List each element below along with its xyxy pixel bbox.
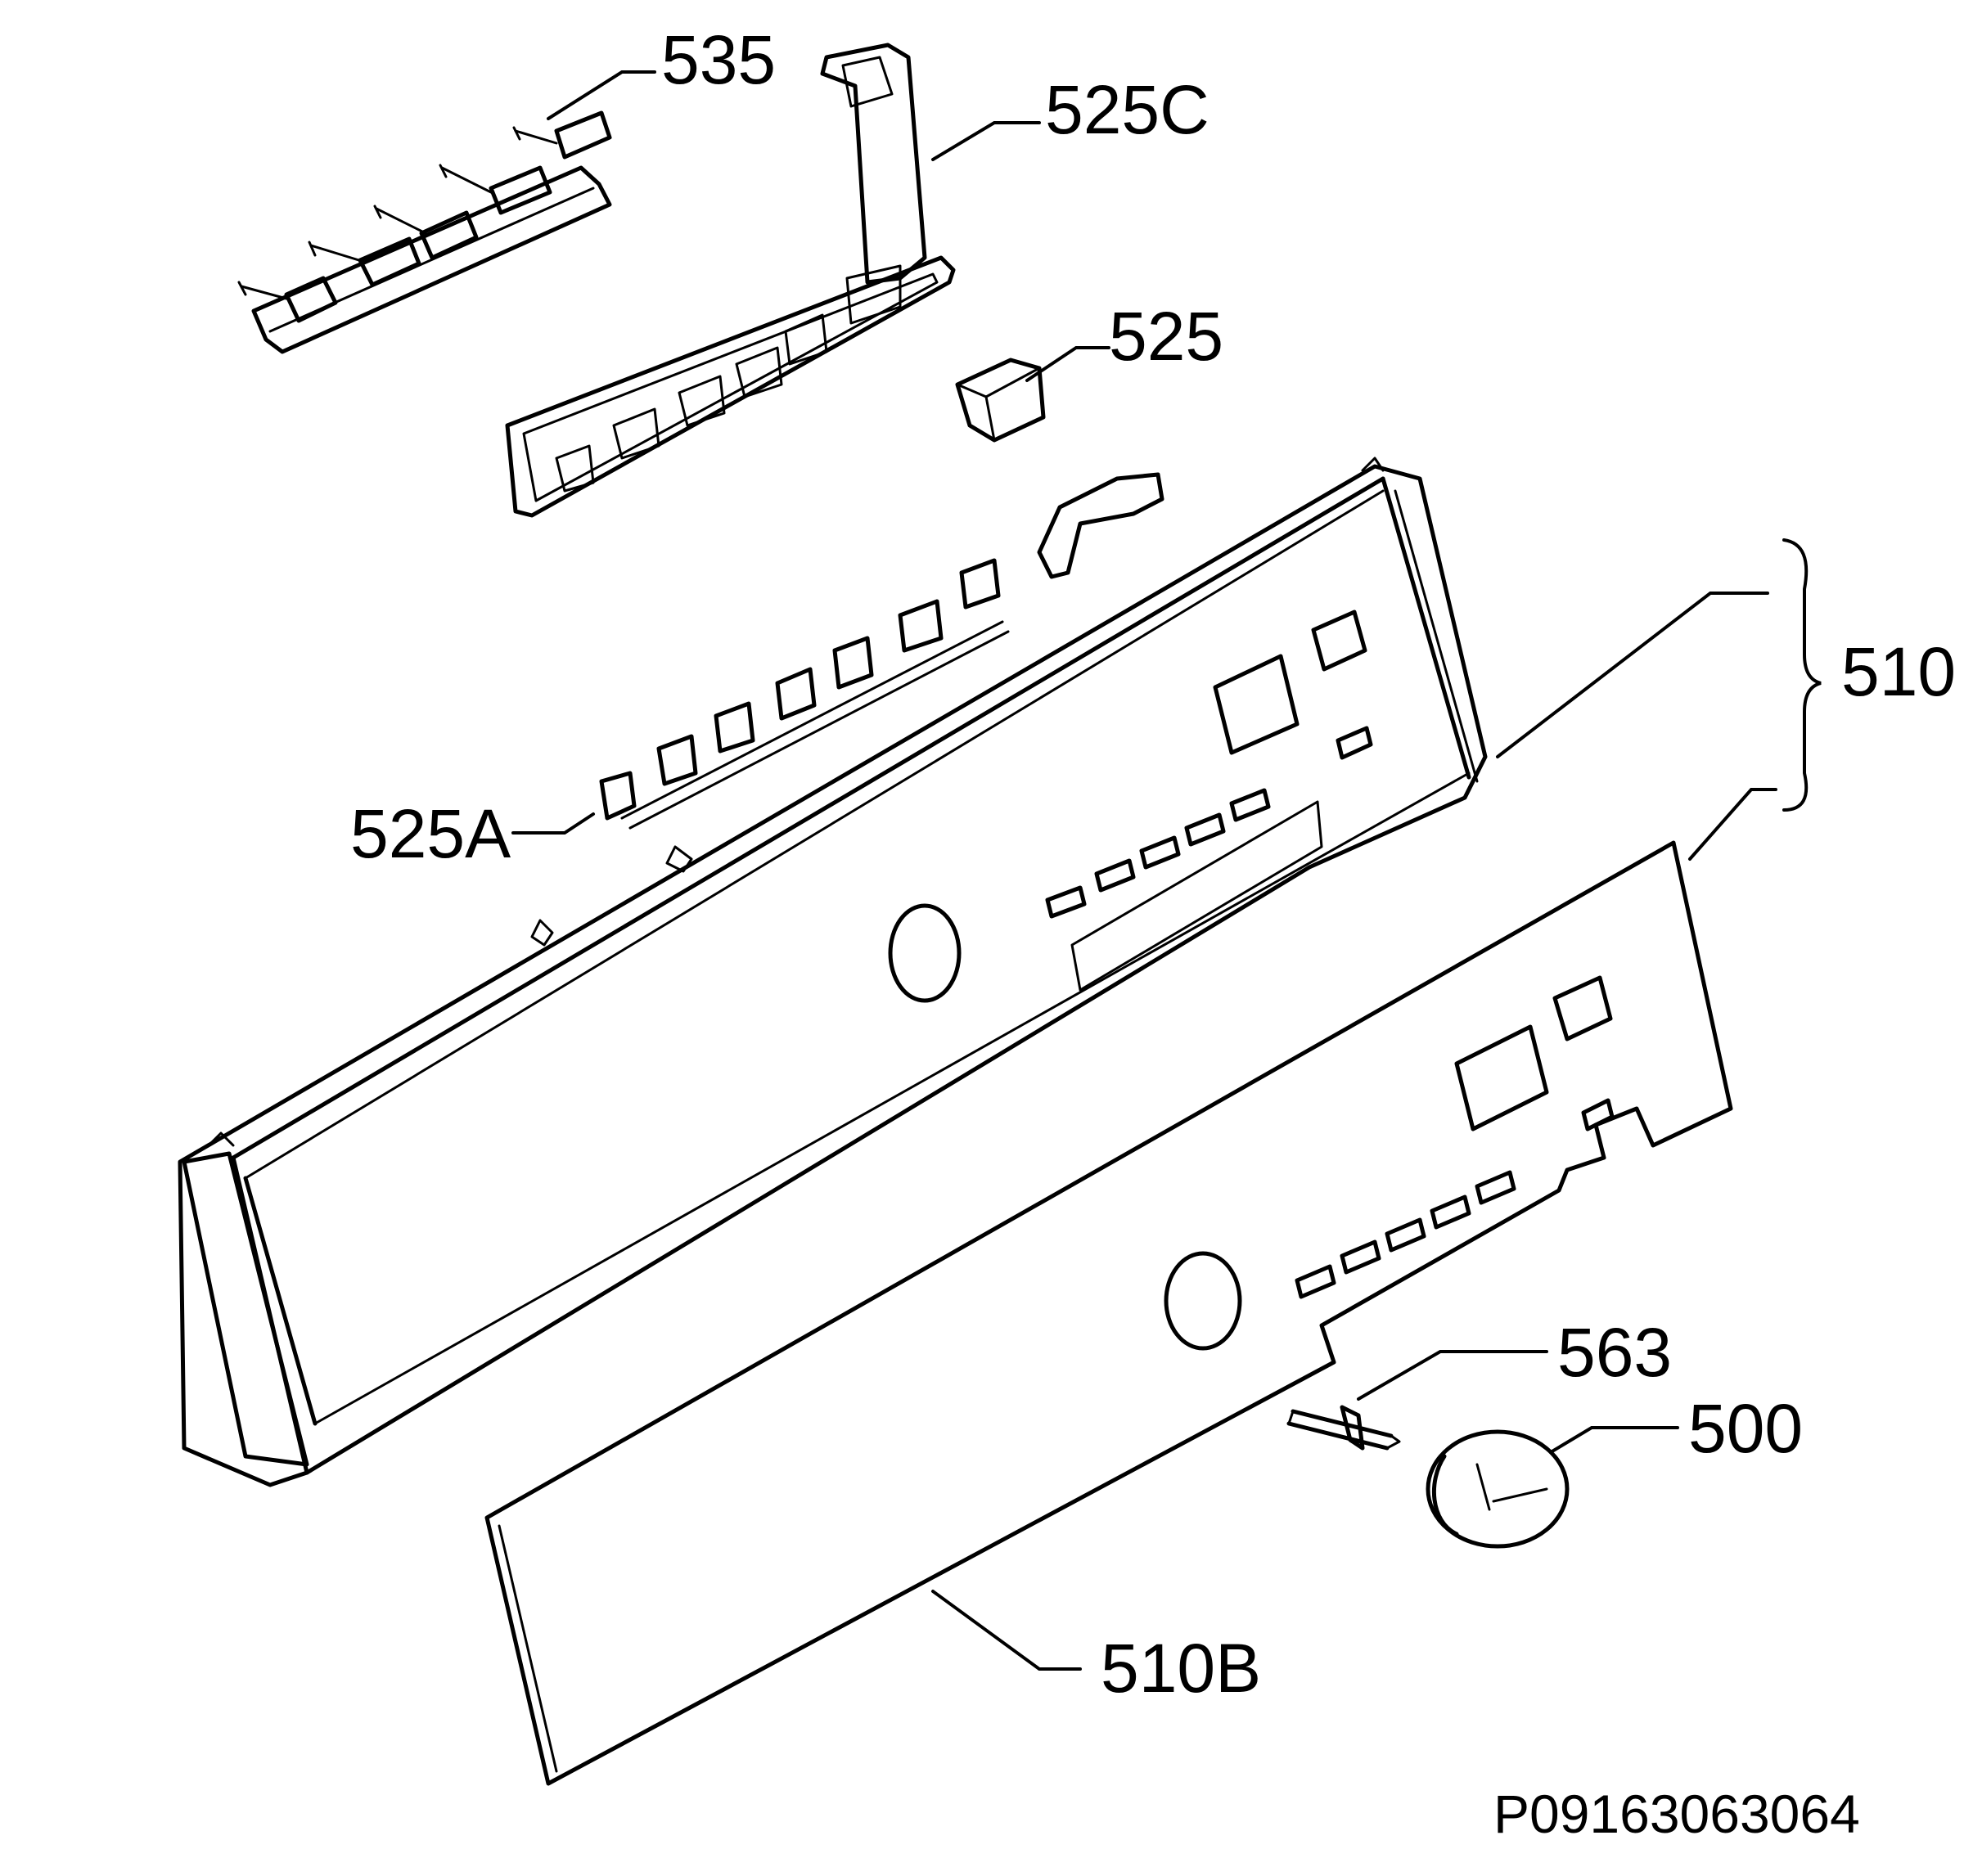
callout-510b: 510B	[1101, 1630, 1261, 1707]
callout-525c: 525C	[1045, 71, 1209, 148]
part-500-knob	[1426, 1429, 1570, 1549]
bracket-clips	[555, 313, 828, 493]
leader-525	[1025, 346, 1110, 382]
panel-windows	[1045, 610, 1373, 919]
leader-525a	[511, 812, 595, 835]
callout-510: 510	[1841, 633, 1956, 710]
leader-525c	[931, 121, 1041, 161]
callout-563: 563	[1557, 1314, 1672, 1391]
fascia-knob-hole	[1164, 1251, 1242, 1351]
part-525-button	[955, 358, 1046, 443]
part-563-pin	[1286, 1405, 1401, 1451]
part-510b-fascia-panel	[484, 840, 1733, 1786]
fascia-windows	[1295, 975, 1615, 1299]
callout-535: 535	[661, 21, 776, 98]
leader-535	[547, 70, 656, 120]
leader-510b	[931, 1590, 1082, 1671]
switch-pins	[237, 126, 558, 300]
leader-510-lower	[1688, 788, 1777, 861]
knob-opening	[888, 903, 962, 1003]
part-535-switch-bar	[237, 110, 612, 354]
leader-510-upper	[1496, 592, 1769, 758]
bracket-510	[1782, 538, 1822, 812]
leader-563	[1357, 1350, 1548, 1401]
switch-buttons	[284, 110, 612, 323]
housing-clips	[207, 457, 1385, 1147]
part-525c-bracket	[505, 43, 956, 518]
callout-labels: 535 525C 525 510 525A 563 500 510B	[350, 21, 1956, 1707]
callout-500: 500	[1688, 1390, 1803, 1467]
callout-525: 525	[1109, 298, 1223, 375]
part-525a-button-strip	[599, 472, 1164, 830]
strip-keys	[599, 558, 1001, 821]
leader-lines	[511, 70, 1822, 1671]
callout-525a: 525A	[350, 795, 511, 872]
leader-500	[1549, 1426, 1679, 1454]
part-510-control-panel	[178, 457, 1488, 1487]
reference-code: P09163063064	[1493, 1784, 1860, 1844]
